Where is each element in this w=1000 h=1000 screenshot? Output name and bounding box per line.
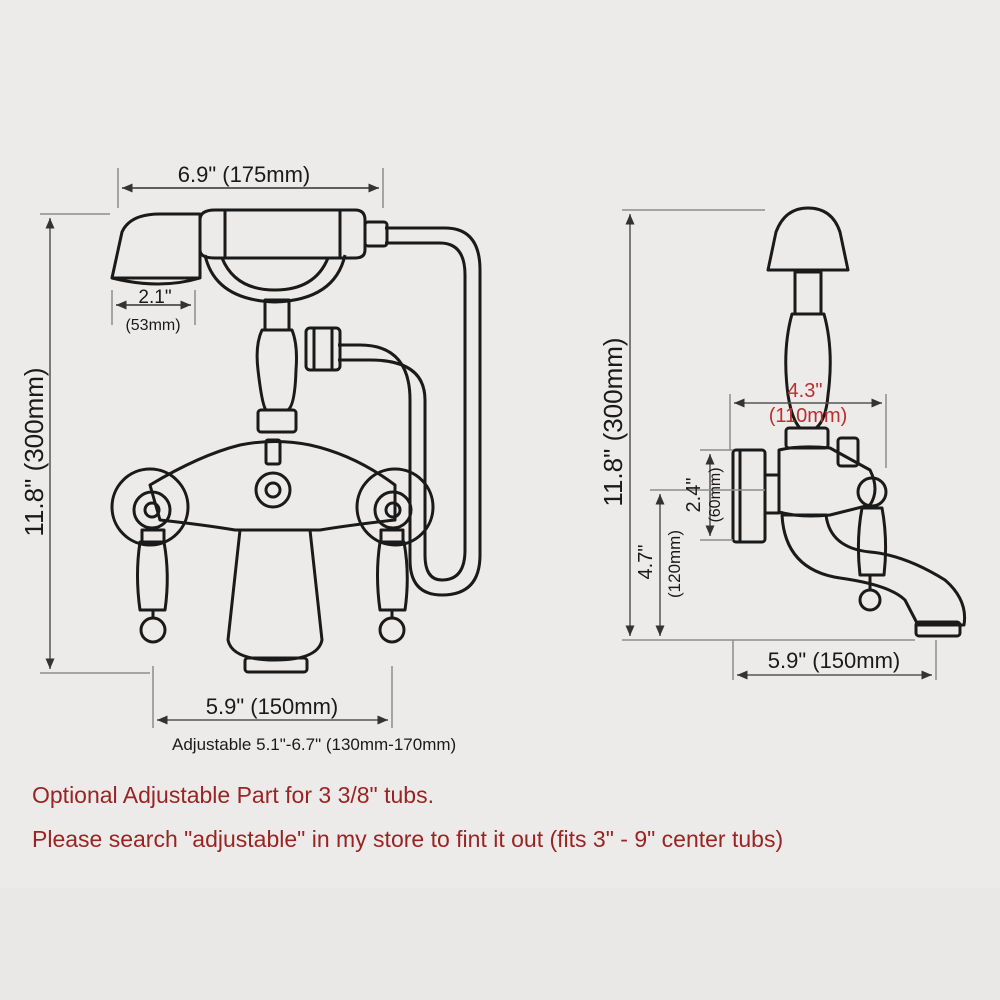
handshower-width-label: 2.1": [138, 287, 171, 308]
spout-height-mm-label: (120mm): [665, 530, 684, 598]
handshower-width-mm-label: (53mm): [125, 317, 180, 334]
side-depth-mm-label: (110mm): [769, 405, 848, 427]
spout-reach-label: 5.9" (150mm): [768, 648, 901, 673]
side-view-drawing: [731, 206, 967, 638]
front-width-label: 6.9" (175mm): [178, 162, 311, 187]
wall-offset-label: 2.4": [683, 478, 705, 513]
side-height-label: 11.8" (300mm): [598, 337, 628, 506]
front-height-label: 11.8" (300mm): [19, 367, 49, 536]
optional-part-note: Optional Adjustable Part for 3 3/8" tubs…: [32, 782, 434, 808]
spout-height-label: 4.7": [635, 545, 657, 580]
footer-band: [0, 888, 1000, 1000]
wall-offset-mm-label: (60mm): [707, 467, 724, 522]
store-search-note: Please search "adjustable" in my store t…: [32, 826, 784, 852]
side-view-dimensions: [622, 209, 937, 680]
front-center-label: 5.9" (150mm): [206, 694, 339, 719]
adjustable-range-label: Adjustable 5.1"-6.7" (130mm-170mm): [172, 735, 456, 754]
front-view-dimensions: [40, 168, 393, 728]
front-view-drawing: [110, 208, 482, 674]
side-depth-label: 4.3": [788, 380, 823, 402]
